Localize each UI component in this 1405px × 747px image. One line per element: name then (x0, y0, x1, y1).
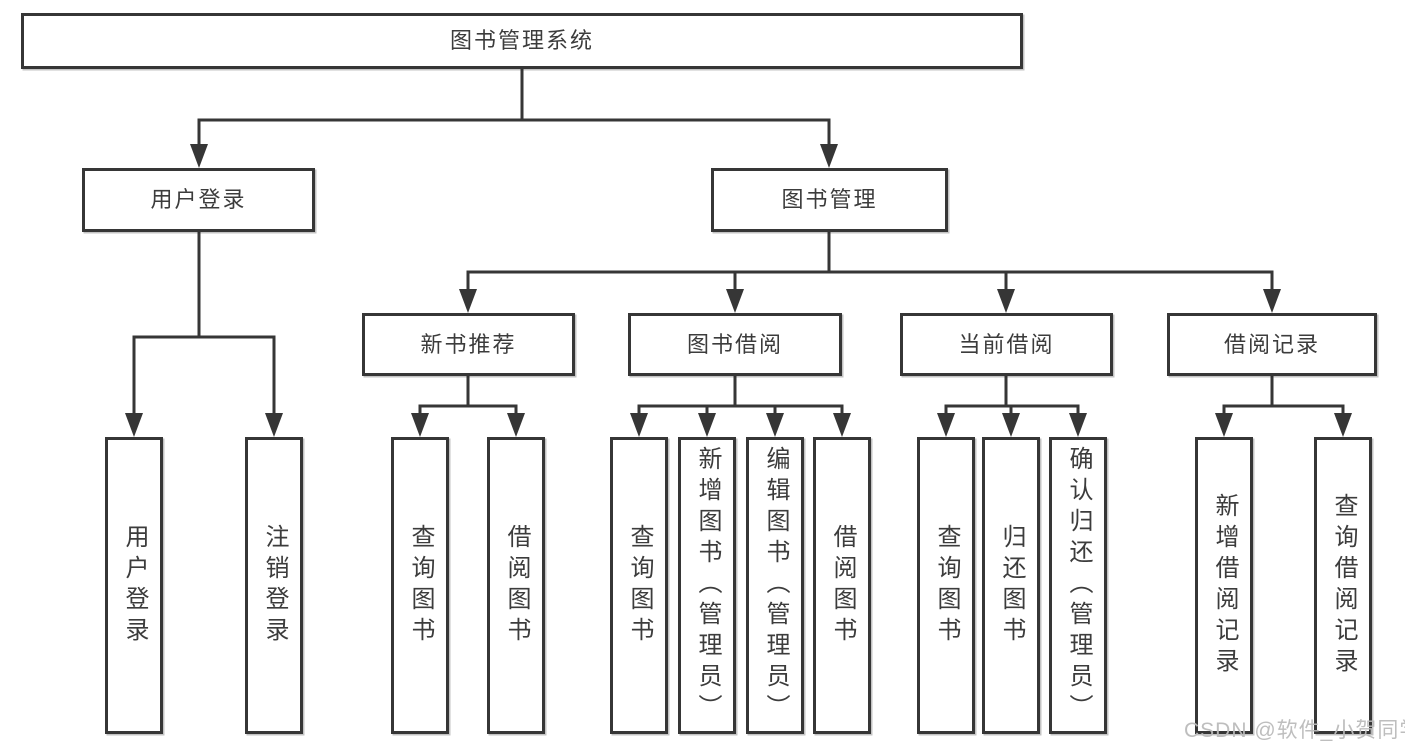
node-label: 新增借阅记录 (1211, 492, 1238, 679)
leaf-add-book-admin: 新增图书（管理员） (678, 437, 736, 734)
node-label: 当前借阅 (958, 331, 1055, 357)
node-library-system: 图书管理系统 (21, 13, 1023, 69)
node-label: 图书管理系统 (449, 28, 594, 53)
leaf-user-login: 用户登录 (105, 437, 163, 734)
node-label: 确认归还（管理员） (1065, 446, 1092, 725)
node-label: 用户登录 (121, 523, 148, 648)
node-label: 编辑图书（管理员） (762, 446, 789, 725)
leaf-logout: 注销登录 (245, 437, 303, 734)
node-label: 归还图书 (998, 523, 1025, 648)
leaf-add-borrow-record: 新增借阅记录 (1195, 437, 1253, 734)
leaf-edit-book-admin: 编辑图书（管理员） (746, 437, 804, 734)
node-book-borrowing: 图书借阅 (628, 313, 842, 376)
node-label: 新增图书（管理员） (694, 446, 721, 725)
leaf-query-books-recommend: 查询图书 (391, 437, 449, 734)
node-label: 查询借阅记录 (1330, 492, 1357, 679)
node-label: 注销登录 (261, 523, 288, 648)
node-borrowing-records: 借阅记录 (1167, 313, 1377, 376)
node-label: 新书推荐 (420, 331, 517, 357)
leaf-confirm-return-admin: 确认归还（管理员） (1049, 437, 1107, 734)
node-label: 查询图书 (407, 523, 434, 648)
csdn-watermark: CSDN @软件_小贺同学 (1184, 719, 1405, 742)
node-book-management: 图书管理 (711, 168, 948, 232)
node-user-login: 用户登录 (82, 168, 315, 232)
node-current-borrowing: 当前借阅 (900, 313, 1113, 376)
node-label: 借阅图书 (503, 523, 530, 648)
node-label: 图书管理 (781, 187, 878, 212)
node-new-book-recommend: 新书推荐 (362, 313, 575, 376)
node-label: 借阅图书 (829, 523, 856, 648)
leaf-return-book: 归还图书 (982, 437, 1040, 734)
leaf-query-borrow-record: 查询借阅记录 (1314, 437, 1372, 734)
leaf-borrow-books-borrowing: 借阅图书 (813, 437, 871, 734)
leaf-borrow-books-recommend: 借阅图书 (487, 437, 545, 734)
node-label: 用户登录 (150, 187, 247, 212)
node-label: 借阅记录 (1223, 331, 1320, 357)
node-label: 图书借阅 (686, 331, 783, 357)
node-label: 查询图书 (933, 523, 960, 648)
leaf-query-books-current: 查询图书 (917, 437, 975, 734)
node-label: 查询图书 (626, 523, 653, 648)
leaf-query-books-borrowing: 查询图书 (610, 437, 668, 734)
